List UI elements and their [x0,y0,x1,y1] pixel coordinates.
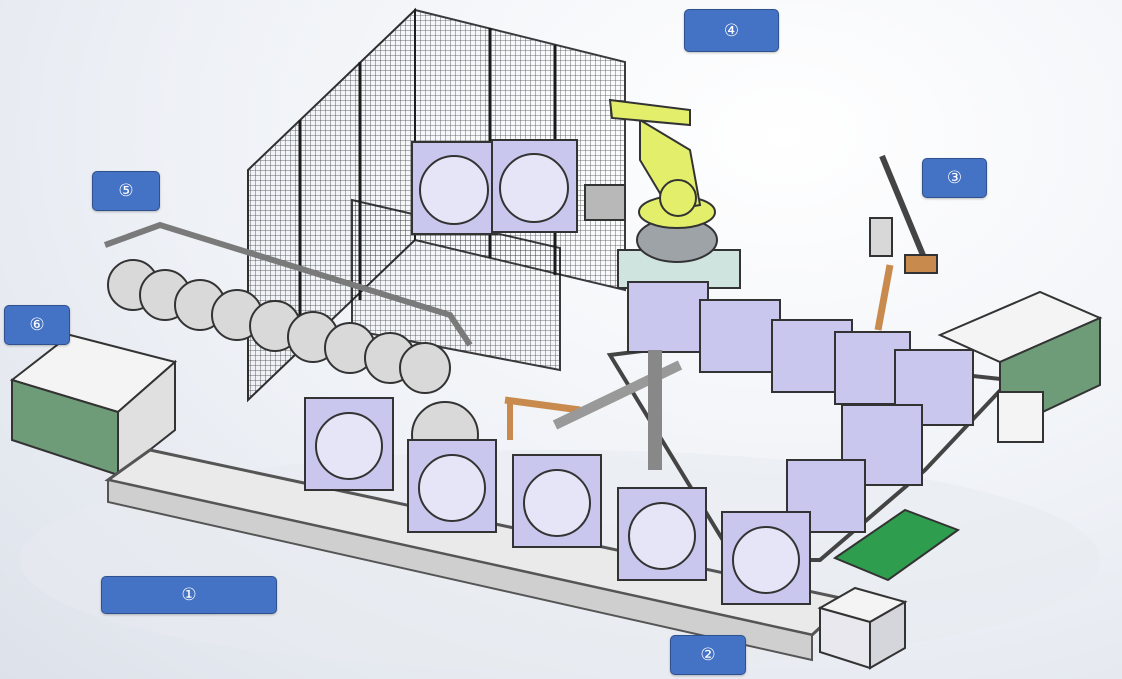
pick-arm [504,350,683,470]
right-machine [937,290,1103,443]
green-tray [832,508,961,582]
callout-3: ③ [922,158,987,198]
front-unloading-station [817,586,908,670]
fence-boxes [411,139,578,235]
callout-2: ② [670,635,746,675]
callout-6: ⑥ [4,305,70,345]
callout-4: ④ [684,9,779,52]
callout-1: ① [101,576,277,614]
vertical-manipulator [869,154,938,331]
left-machine [9,333,178,478]
palletizing-robot [584,98,741,289]
front-conveyor [104,397,854,662]
callout-5: ⑤ [92,171,160,211]
